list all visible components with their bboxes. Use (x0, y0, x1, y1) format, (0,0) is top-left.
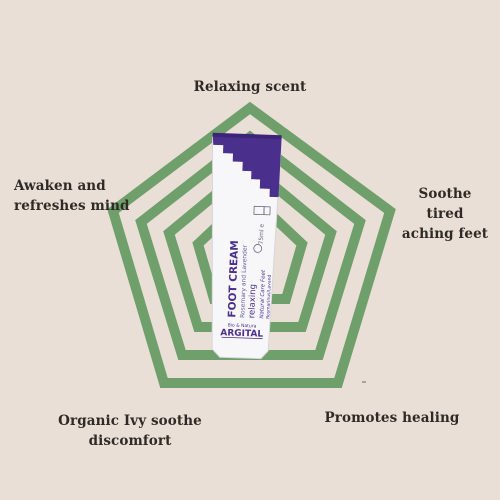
label-organic-ivy: Organic Ivy soothe discomfort (58, 413, 202, 449)
label-promotes-healing: Promotes healing (324, 410, 460, 426)
brand-small: Bio & Natura (227, 322, 256, 329)
pentagon-ring-1 (107, 101, 396, 388)
product-tagline-2: Rosmarinus/Lavand (265, 274, 273, 319)
brand-logo: ARGITAL (220, 328, 263, 339)
label-relaxing-scent: Relaxing scent (193, 79, 307, 95)
product-name: FOOT CREAM (226, 240, 241, 318)
product-tagline-1: Natural Care Feet (259, 269, 267, 319)
product-subtitle: Rosemary and Lavender (239, 244, 249, 318)
label-awaken-refreshes: Awaken and refreshes mind (14, 178, 130, 214)
product-volume: 75ml e (258, 223, 266, 244)
recycle-icon (253, 205, 271, 216)
label-soothe-tired-feet: Soothe tired aching feet (401, 186, 489, 242)
product-variant: relaxing (247, 284, 258, 319)
leaf-icon (253, 244, 263, 253)
